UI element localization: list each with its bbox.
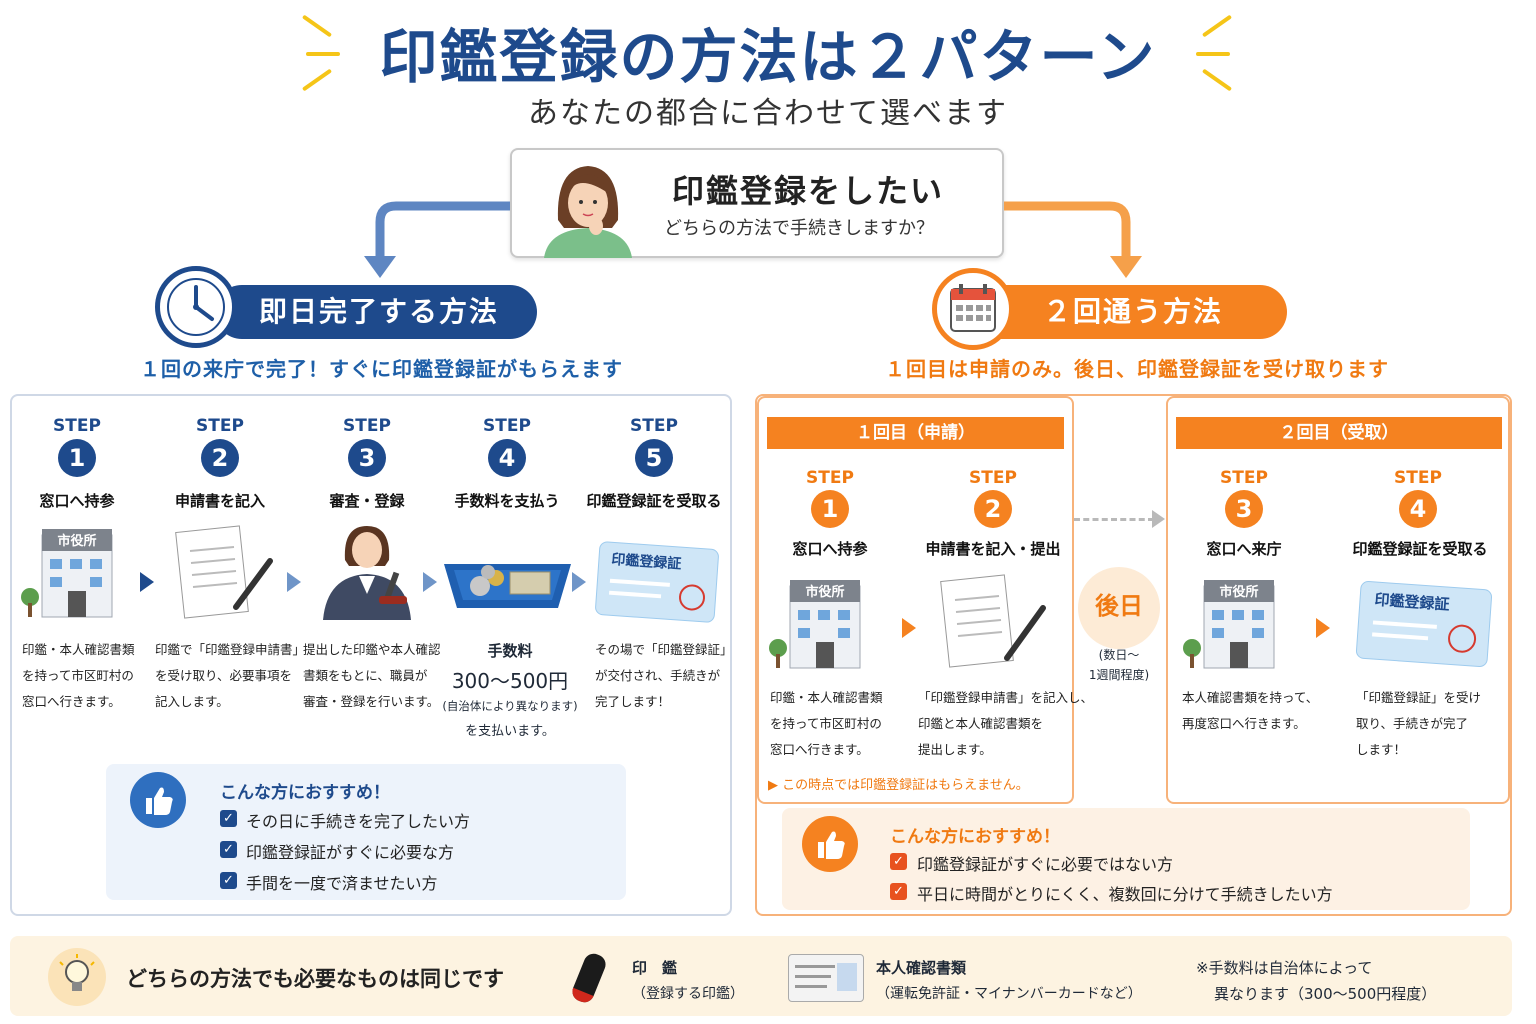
later-badge: 後日 bbox=[1078, 567, 1160, 649]
same-day-recommendation bbox=[106, 764, 626, 900]
step-name: 印鑑登録証を受取る bbox=[1352, 540, 1488, 558]
check-icon: ✓ bbox=[220, 841, 237, 858]
visit-1-note: ▶ この時点では印鑑登録証はもらえません。 bbox=[768, 778, 1029, 793]
clock-icon bbox=[155, 266, 237, 348]
recommend-item: ✓その日に手続きを完了したい方 bbox=[220, 808, 470, 832]
step-label: STEP bbox=[343, 416, 391, 436]
application-form-illustration bbox=[175, 525, 273, 619]
question-title: 印鑑登録をしたい bbox=[672, 172, 945, 210]
recommend-item: ✓平日に時間がとりにくく、複数回に分けて手続きしたい方 bbox=[890, 881, 1333, 905]
step-label: STEP bbox=[630, 416, 678, 436]
step-name: 窓口へ持参 bbox=[39, 492, 115, 510]
step-number: 1 bbox=[811, 490, 849, 528]
step-name: 手数料を支払う bbox=[454, 492, 560, 510]
step-number: 3 bbox=[1225, 490, 1263, 528]
required-item-id: 本人確認書類 bbox=[876, 959, 967, 977]
money-tray-illustration bbox=[444, 564, 571, 608]
required-item-id-note: （運転免許証・マイナンバーカードなど） bbox=[876, 986, 1142, 1002]
left-lead: １回の来庁で完了！すぐに印鑑登録証がもらえます bbox=[140, 357, 623, 381]
page-title: 印鑑登録の方法は２パターン bbox=[379, 23, 1157, 91]
fee-footnote-line2: 異なります（300〜500円程度） bbox=[1214, 985, 1437, 1003]
step-description: 提出した印鑑や本人確認書類をもとに、職員が審査・登録を行います。 bbox=[303, 642, 441, 709]
step-description: 印鑑・本人確認書類を持って市区町村の窓口へ行きます。 bbox=[22, 642, 135, 709]
thumbs-up-icon bbox=[802, 816, 858, 872]
recommend-item: ✓手間を一度で済ませたい方 bbox=[220, 870, 438, 894]
branch-arrow-left bbox=[364, 201, 510, 278]
visit-2-header: ２回目（受取） bbox=[1176, 417, 1502, 449]
later-note: (数日〜1週間程度) bbox=[1088, 648, 1150, 682]
step-description: 印鑑で「印鑑登録申請書」を受け取り、必要事項を記入します。 bbox=[155, 642, 306, 709]
question-subtitle: どちらの方法で手続きしますか？ bbox=[664, 218, 934, 239]
step-name: 窓口へ来庁 bbox=[1206, 540, 1282, 558]
required-item-seal-note: （登録する印鑑） bbox=[632, 986, 744, 1002]
fee-footnote-line1: ※手数料は自治体によって bbox=[1196, 959, 1373, 977]
check-icon: ✓ bbox=[890, 853, 907, 870]
step-description: 「印鑑登録申請書」を記入し、印鑑と本人確認書類を提出します。 bbox=[918, 690, 1094, 757]
step-name: 窓口へ持参 bbox=[792, 540, 868, 558]
fee-block: 手数料 300〜500円 (自治体により異なります) を支払います。 bbox=[442, 642, 578, 739]
city-hall-sign: 市役所 bbox=[1219, 585, 1259, 600]
flow-arrow bbox=[140, 572, 154, 592]
flow-arrow bbox=[572, 572, 586, 592]
city-hall-illustration bbox=[1183, 580, 1275, 669]
flow-arrow bbox=[287, 572, 301, 592]
step-description: その場で「印鑑登録証」が交付され、手続きが完了します！ bbox=[595, 642, 733, 709]
step-name: 印鑑登録証を受取る bbox=[586, 492, 722, 510]
application-form-illustration bbox=[940, 574, 1046, 668]
recommend-item: ✓印鑑登録証がすぐに必要な方 bbox=[220, 839, 454, 863]
woman-thinking-illustration bbox=[544, 166, 632, 258]
step-number: 1 bbox=[58, 439, 96, 477]
step-number: 4 bbox=[488, 439, 526, 477]
step-description: 本人確認書類を持って、再度窓口へ行きます。 bbox=[1182, 690, 1319, 731]
step-number: 2 bbox=[201, 439, 239, 477]
step-label: STEP bbox=[969, 468, 1017, 488]
visit-1-header: １回目（申請） bbox=[767, 417, 1064, 449]
step-label: STEP bbox=[1394, 468, 1442, 488]
calendar-icon bbox=[932, 268, 1014, 350]
branch-arrow-right bbox=[1004, 201, 1142, 278]
footer-bar bbox=[10, 936, 1512, 1016]
thumbs-up-icon bbox=[130, 772, 186, 828]
step-number: 2 bbox=[974, 490, 1012, 528]
step-description: 「印鑑登録証」を受け取り、手続きが完了します！ bbox=[1356, 690, 1482, 757]
flow-arrow bbox=[1316, 618, 1330, 638]
step-number: 4 bbox=[1399, 490, 1437, 528]
id-card-icon bbox=[788, 954, 864, 1002]
right-lead: １回目は申請のみ。後日、印鑑登録証を受け取ります bbox=[885, 357, 1389, 381]
check-icon: ✓ bbox=[220, 810, 237, 827]
method-same-day-pill: 即日完了する方法 bbox=[215, 285, 537, 339]
step-number: 3 bbox=[348, 439, 386, 477]
clerk-illustration bbox=[323, 526, 411, 620]
step-name: 申請書を記入 bbox=[174, 492, 265, 510]
step-label: STEP bbox=[806, 468, 854, 488]
required-item-seal: 印 鑑 bbox=[632, 959, 678, 977]
page-subtitle: あなたの都合に合わせて選べます bbox=[528, 96, 1008, 131]
recommend-title: こんな方におすすめ！ bbox=[220, 783, 390, 803]
step-name: 審査・登録 bbox=[329, 492, 405, 510]
flow-arrow bbox=[902, 618, 916, 638]
flow-arrow bbox=[423, 572, 437, 592]
step-description: 印鑑・本人確認書類を持って市区町村の窓口へ行きます。 bbox=[770, 690, 883, 757]
city-hall-illustration bbox=[769, 580, 861, 669]
dashed-connector bbox=[1074, 518, 1154, 521]
step-label: STEP bbox=[196, 416, 244, 436]
check-icon: ✓ bbox=[220, 872, 237, 889]
step-name: 申請書を記入・提出 bbox=[925, 540, 1061, 558]
seal-card-illustration: 印鑑登録証 bbox=[594, 540, 720, 624]
check-icon: ✓ bbox=[890, 883, 907, 900]
city-hall-sign: 市役所 bbox=[57, 534, 97, 549]
recommend-item: ✓印鑑登録証がすぐに必要ではない方 bbox=[890, 851, 1173, 875]
city-hall-sign: 市役所 bbox=[805, 585, 845, 600]
footer-message: どちらの方法でも必要なものは同じです bbox=[126, 967, 504, 991]
lightbulb-icon bbox=[48, 948, 106, 1006]
step-label: STEP bbox=[53, 416, 101, 436]
connector-arrowhead bbox=[1152, 510, 1165, 528]
seal-card-illustration: 印鑑登録証 bbox=[1355, 580, 1493, 668]
recommend-title: こんな方におすすめ！ bbox=[890, 827, 1060, 847]
city-hall-illustration bbox=[21, 529, 113, 618]
step-label: STEP bbox=[1220, 468, 1268, 488]
step-number: 5 bbox=[635, 439, 673, 477]
step-label: STEP bbox=[483, 416, 531, 436]
